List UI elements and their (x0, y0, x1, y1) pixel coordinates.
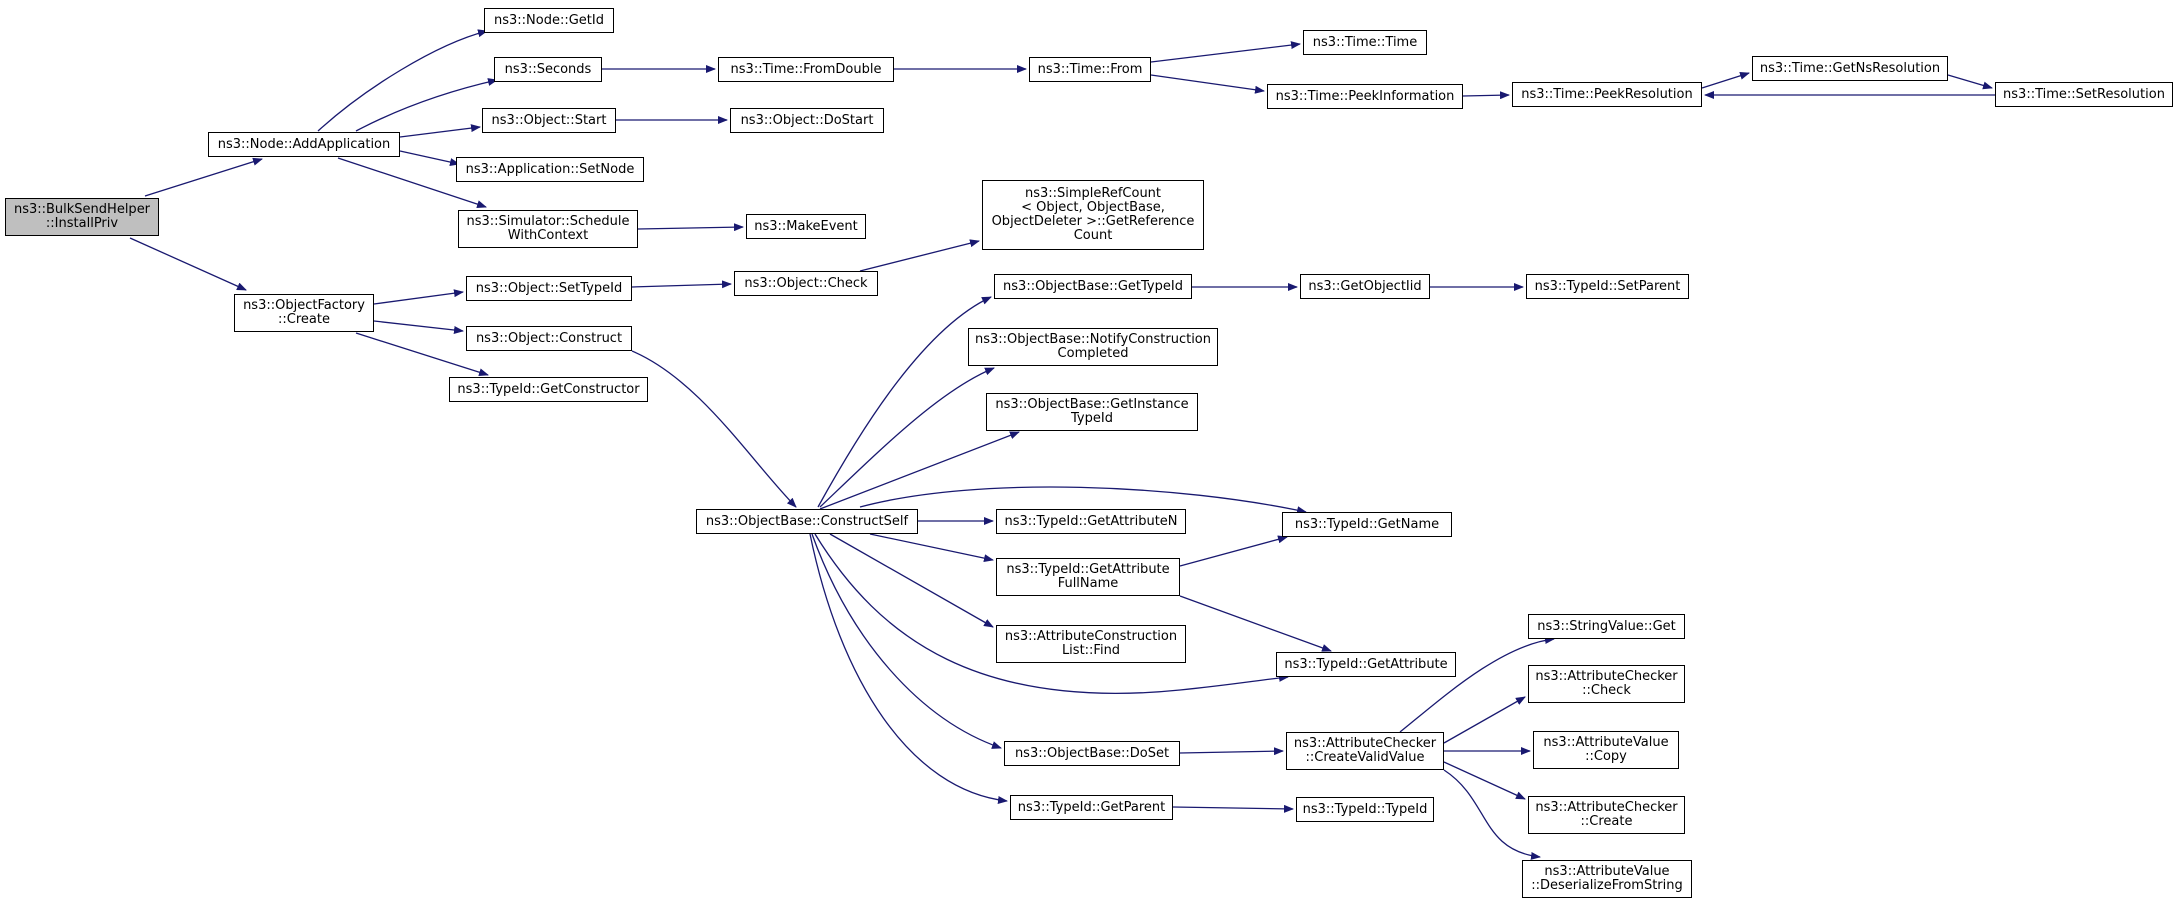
edge-createvalid-accheck (1443, 696, 1526, 744)
edge-constructself-obgettypeid (817, 296, 992, 508)
edge-check-refcount (859, 239, 980, 272)
edge-constructself-getattribute (814, 533, 1289, 694)
node-getattrn[interactable]: ns3::TypeId::GetAttributeN (996, 509, 1186, 534)
edge-from-timetime (1150, 41, 1301, 63)
edge-addapp-objstart (399, 124, 481, 138)
node-construct[interactable]: ns3::Object::Construct (466, 326, 632, 351)
node-objstart[interactable]: ns3::Object::Start (482, 108, 616, 133)
node-getattribute[interactable]: ns3::TypeId::GetAttribute (1276, 652, 1456, 677)
edge-factory-settypeid (373, 289, 464, 305)
edge-addapp-seconds (355, 78, 498, 132)
edge-root-factory (129, 237, 247, 291)
edge-peekres-getnsres (1701, 71, 1750, 89)
edge-doset-createvalid (1179, 747, 1284, 756)
edge-constructself-acfind (829, 533, 994, 628)
edge-factory-getctor (355, 332, 489, 377)
node-settypeid[interactable]: ns3::Object::SetTypeId (466, 276, 632, 301)
edge-getattrfull-getattribute (1179, 595, 1332, 652)
node-acfind[interactable]: ns3::AttributeConstruction List::Find (996, 625, 1186, 663)
node-getname[interactable]: ns3::TypeId::GetName (1282, 512, 1452, 537)
node-avcopy[interactable]: ns3::AttributeValue ::Copy (1533, 731, 1679, 769)
edge-settypeid-check (631, 280, 732, 289)
node-setnode[interactable]: ns3::Application::SetNode (456, 157, 644, 182)
node-notify[interactable]: ns3::ObjectBase::NotifyConstruction Comp… (968, 328, 1218, 366)
node-obgettypeid[interactable]: ns3::ObjectBase::GetTypeId (994, 274, 1192, 299)
node-schedctx[interactable]: ns3::Simulator::Schedule WithContext (458, 210, 638, 248)
node-getnsres[interactable]: ns3::Time::GetNsResolution (1752, 56, 1948, 81)
edge-getparent-typeidtypeid (1172, 804, 1294, 813)
node-getattrfull[interactable]: ns3::TypeId::GetAttribute FullName (996, 558, 1180, 596)
edge-constructself-getattrfull (869, 533, 994, 563)
node-root: ns3::BulkSendHelper ::InstallPriv (5, 198, 159, 236)
edge-createvalid-accreate (1443, 761, 1526, 800)
edge-root-addapp (144, 157, 263, 197)
node-seconds[interactable]: ns3::Seconds (494, 57, 602, 82)
node-peekinfo[interactable]: ns3::Time::PeekInformation (1267, 84, 1463, 109)
edge-addapp-schedctx (337, 157, 487, 208)
edge-getnsres-setres (1947, 74, 1993, 90)
node-createvalid[interactable]: ns3::AttributeChecker ::CreateValidValue (1286, 732, 1444, 770)
node-peekres[interactable]: ns3::Time::PeekResolution (1512, 82, 1702, 107)
edge-addapp-getid (317, 29, 488, 132)
node-getobjectiid[interactable]: ns3::GetObjectIid (1300, 274, 1430, 299)
edge-from-peekinfo (1150, 74, 1265, 94)
node-setparent[interactable]: ns3::TypeId::SetParent (1526, 274, 1689, 299)
node-refcount[interactable]: ns3::SimpleRefCount < Object, ObjectBase… (982, 180, 1204, 250)
node-getinstance[interactable]: ns3::ObjectBase::GetInstance TypeId (986, 393, 1198, 431)
node-avdeser[interactable]: ns3::AttributeValue ::DeserializeFromStr… (1522, 860, 1692, 898)
node-factory[interactable]: ns3::ObjectFactory ::Create (234, 294, 374, 332)
node-check[interactable]: ns3::Object::Check (734, 271, 878, 296)
node-setres[interactable]: ns3::Time::SetResolution (1995, 82, 2173, 107)
edge-schedctx-makeevent (637, 223, 744, 232)
node-getid[interactable]: ns3::Node::GetId (484, 8, 614, 33)
edge-construct-constructself (631, 350, 797, 508)
node-accheck[interactable]: ns3::AttributeChecker ::Check (1528, 665, 1685, 703)
edge-getattrfull-getname (1179, 535, 1288, 567)
edge-createvalid-strget (1399, 636, 1555, 733)
node-addapp[interactable]: ns3::Node::AddApplication (208, 132, 400, 157)
edge-factory-construct (373, 320, 464, 334)
node-getctor[interactable]: ns3::TypeId::GetConstructor (449, 377, 648, 402)
node-dostart[interactable]: ns3::Object::DoStart (730, 108, 884, 133)
node-from[interactable]: ns3::Time::From (1029, 57, 1151, 82)
node-typeidtypeid[interactable]: ns3::TypeId::TypeId (1296, 797, 1434, 822)
edge-createvalid-avdeser (1443, 769, 1541, 860)
edge-constructself-notify (819, 367, 995, 508)
node-makeevent[interactable]: ns3::MakeEvent (746, 214, 866, 239)
node-accreate[interactable]: ns3::AttributeChecker ::Create (1528, 796, 1685, 834)
node-constructself[interactable]: ns3::ObjectBase::ConstructSelf (696, 509, 918, 534)
edge-addapp-setnode (399, 150, 460, 166)
edge-constructself-getname (859, 486, 1307, 515)
node-strget[interactable]: ns3::StringValue::Get (1528, 614, 1685, 639)
node-fromdouble[interactable]: ns3::Time::FromDouble (718, 57, 894, 82)
node-getparent[interactable]: ns3::TypeId::GetParent (1010, 795, 1173, 820)
edge-constructself-getinstance (819, 431, 1020, 510)
edge-peekinfo-peekres (1462, 91, 1510, 100)
edge-constructself-getparent (809, 533, 1008, 804)
edge-constructself-doset (811, 533, 1002, 749)
node-timetime[interactable]: ns3::Time::Time (1303, 30, 1427, 55)
node-doset[interactable]: ns3::ObjectBase::DoSet (1004, 741, 1180, 766)
